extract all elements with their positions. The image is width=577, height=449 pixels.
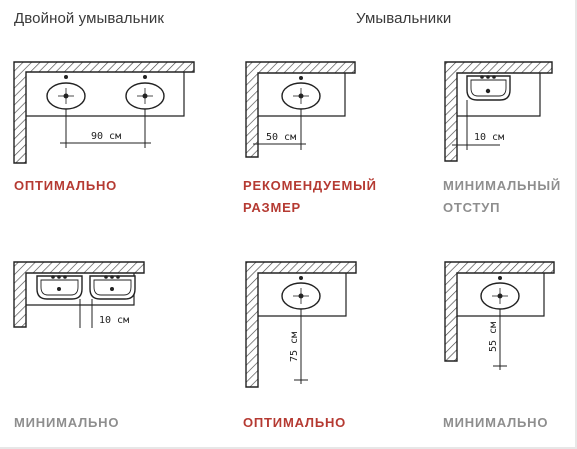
dimension-line bbox=[253, 109, 306, 150]
wall bbox=[245, 261, 357, 388]
countertop bbox=[258, 73, 346, 117]
dimension-label: 10 см bbox=[474, 132, 504, 143]
caption-minimum: МИНИМАЛЬНО bbox=[443, 412, 548, 434]
wall bbox=[444, 61, 553, 162]
sink-icon bbox=[281, 76, 321, 110]
dimension-line bbox=[60, 109, 151, 148]
panel-single-recommended: 50 см bbox=[245, 61, 356, 158]
wall bbox=[245, 61, 356, 158]
panel-double-optimal: 90 см bbox=[13, 61, 195, 164]
caption-optimal: ОПТИМАЛЬНО bbox=[243, 412, 346, 434]
dimension-line bbox=[79, 299, 93, 328]
sink-icon bbox=[480, 276, 520, 310]
wall bbox=[13, 61, 195, 164]
wall bbox=[13, 261, 145, 328]
dimension-line bbox=[452, 100, 500, 150]
countertop bbox=[26, 72, 185, 117]
dimension-label: 10 см bbox=[99, 315, 129, 326]
sink-icon bbox=[466, 75, 511, 101]
caption-recommended-size: РЕКОМЕНДУЕМЫЙ РАЗМЕР bbox=[243, 175, 377, 219]
sink-icon bbox=[125, 75, 165, 110]
caption-line: ОПТИМАЛЬНО bbox=[14, 178, 118, 193]
panel-double-minimum: 10 см bbox=[13, 261, 145, 328]
caption-line: ОПТИМАЛЬНО bbox=[243, 415, 347, 430]
caption-line: МИНИМАЛЬНО bbox=[14, 415, 120, 430]
caption-line: МИНИМАЛЬНО bbox=[443, 415, 549, 430]
heading-double-sink: Двойной умывальник bbox=[14, 10, 165, 27]
dimension-label: 50 см bbox=[266, 132, 296, 143]
caption-line: РАЗМЕР bbox=[243, 200, 302, 215]
sink-icon bbox=[89, 275, 136, 300]
countertop bbox=[457, 73, 541, 117]
caption-line: МИНИМАЛЬНЫЙ bbox=[443, 178, 562, 193]
wall bbox=[444, 261, 555, 362]
caption-minimum: МИНИМАЛЬНО bbox=[14, 412, 119, 434]
panel-single-minimum-gap: 10 см bbox=[444, 61, 553, 162]
caption-optimal: ОПТИМАЛЬНО bbox=[14, 175, 117, 197]
dimension-line bbox=[493, 309, 507, 370]
sink-icon bbox=[281, 276, 321, 310]
countertop bbox=[457, 273, 545, 317]
dimension-label: 90 см bbox=[91, 131, 121, 142]
sink-icon bbox=[36, 275, 83, 300]
heading-single-sinks: Умывальники bbox=[356, 10, 452, 27]
dimension-label: 75 см bbox=[289, 332, 300, 362]
caption-line: ОТСТУП bbox=[443, 200, 501, 215]
dimension-line bbox=[294, 309, 308, 384]
caption-line: РЕКОМЕНДУЕМЫЙ bbox=[243, 178, 377, 193]
caption-minimum-gap: МИНИМАЛЬНЫЙ ОТСТУП bbox=[443, 175, 561, 219]
countertop bbox=[258, 273, 347, 317]
panel-single-optimal-clearance: 75 см bbox=[245, 261, 357, 388]
sink-icon bbox=[46, 75, 86, 110]
dimension-label: 55 см bbox=[488, 322, 499, 352]
panel-single-minimum-clearance: 55 см bbox=[444, 261, 555, 370]
